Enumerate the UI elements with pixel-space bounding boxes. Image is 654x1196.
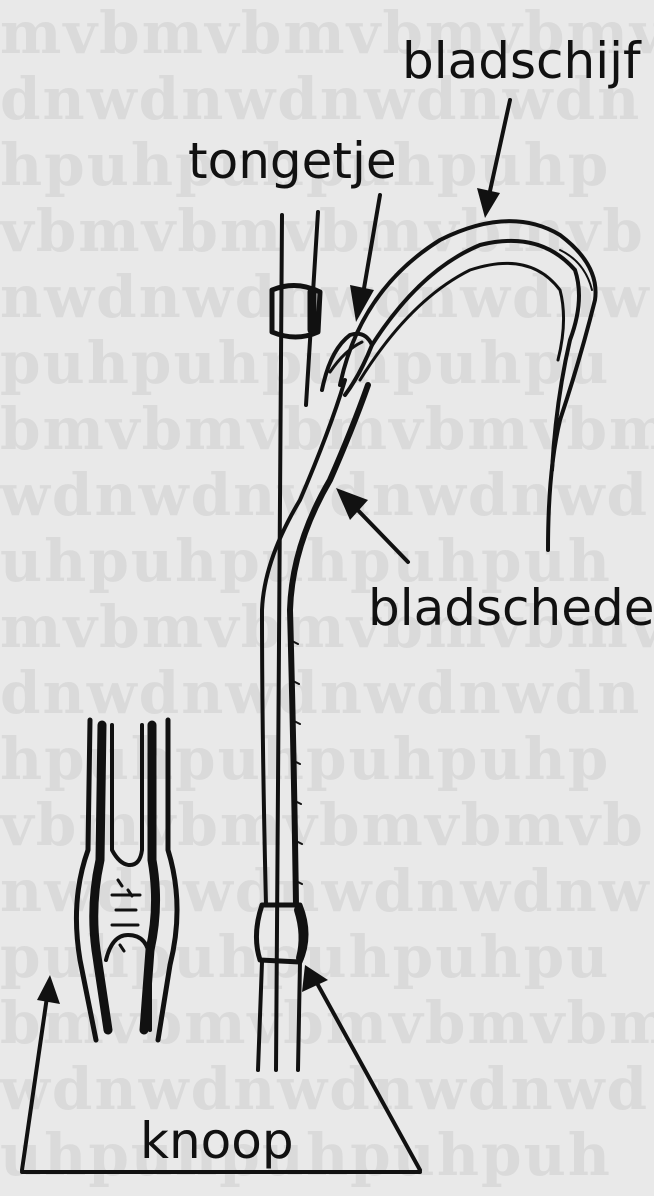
arrow-head-ligule bbox=[350, 285, 374, 322]
arrow-head-node-right bbox=[302, 965, 328, 992]
label-ligule: tongetje bbox=[188, 132, 397, 190]
main-stem bbox=[256, 212, 368, 1070]
node-cross-section bbox=[76, 720, 177, 1040]
leaf-blade bbox=[340, 221, 596, 550]
arrow-head-blade bbox=[477, 188, 500, 218]
label-node: knoop bbox=[140, 1112, 294, 1170]
label-blade: bladschijf bbox=[402, 32, 642, 90]
label-sheath: bladschede bbox=[368, 579, 654, 637]
arrow-head-node-left bbox=[37, 975, 60, 1004]
